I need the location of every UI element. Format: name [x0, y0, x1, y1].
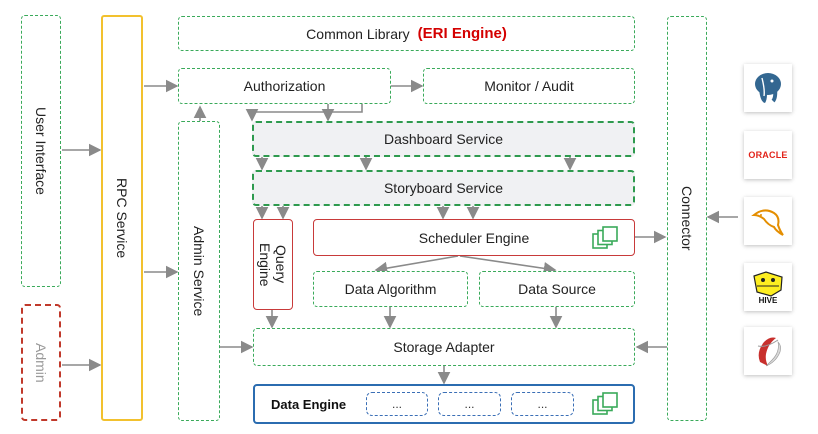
oracle-logo-text: ORACLE — [748, 150, 788, 160]
query-engine-label: Query Engine — [257, 242, 289, 287]
mysql-icon — [744, 197, 792, 245]
storyboard-service-box: Storyboard Service — [252, 170, 635, 206]
storage-adapter-box: Storage Adapter — [253, 328, 635, 366]
authorization-box: Authorization — [178, 68, 391, 104]
data-engine-slot-3: ... — [511, 392, 574, 416]
eri-engine-label: (ERI Engine) — [417, 25, 507, 42]
slot-1-label: ... — [391, 397, 402, 411]
user-interface-box: User Interface — [21, 15, 61, 287]
storyboard-service-label: Storyboard Service — [383, 180, 504, 196]
slot-2-label: ... — [464, 397, 475, 411]
data-source-box: Data Source — [479, 271, 635, 307]
data-engine-slot-1: ... — [366, 392, 428, 416]
data-source-label: Data Source — [518, 281, 596, 297]
postgresql-icon — [744, 64, 792, 112]
monitor-audit-box: Monitor / Audit — [423, 68, 635, 104]
user-interface-label: User Interface — [33, 107, 49, 195]
data-engine-label: Data Engine — [271, 396, 347, 412]
common-library-box: Common Library (ERI Engine) — [178, 16, 635, 51]
hive-logo-text: HIVE — [759, 296, 778, 305]
admin-label: Admin — [33, 342, 49, 383]
admin-service-label: Admin Service — [191, 225, 207, 317]
stack-icon — [592, 392, 618, 415]
scheduler-engine-label: Scheduler Engine — [418, 229, 530, 246]
stack-icon — [592, 226, 618, 249]
rpc-service-box: RPC Service — [101, 15, 143, 421]
query-engine-box: Query Engine — [253, 219, 293, 310]
slot-3-label: ... — [537, 397, 548, 411]
authorization-label: Authorization — [243, 78, 326, 94]
oracle-icon: ORACLE — [744, 131, 792, 179]
rpc-service-label: RPC Service — [114, 177, 130, 259]
data-engine-slot-2: ... — [438, 392, 501, 416]
common-library-label: Common Library — [306, 25, 410, 42]
admin-service-box: Admin Service — [178, 121, 220, 421]
dashboard-service-label: Dashboard Service — [383, 131, 504, 147]
sqlserver-icon — [744, 327, 792, 375]
connector-label: Connector — [679, 186, 695, 251]
data-algorithm-box: Data Algorithm — [313, 271, 468, 307]
dashboard-service-box: Dashboard Service — [252, 121, 635, 157]
hive-icon: HIVE — [744, 263, 792, 311]
storage-adapter-label: Storage Adapter — [393, 339, 495, 355]
connector-box: Connector — [667, 16, 707, 421]
data-algorithm-label: Data Algorithm — [344, 281, 437, 297]
monitor-audit-label: Monitor / Audit — [484, 78, 574, 94]
admin-box: Admin — [21, 304, 61, 421]
scheduler-engine-box: Scheduler Engine — [313, 219, 635, 256]
